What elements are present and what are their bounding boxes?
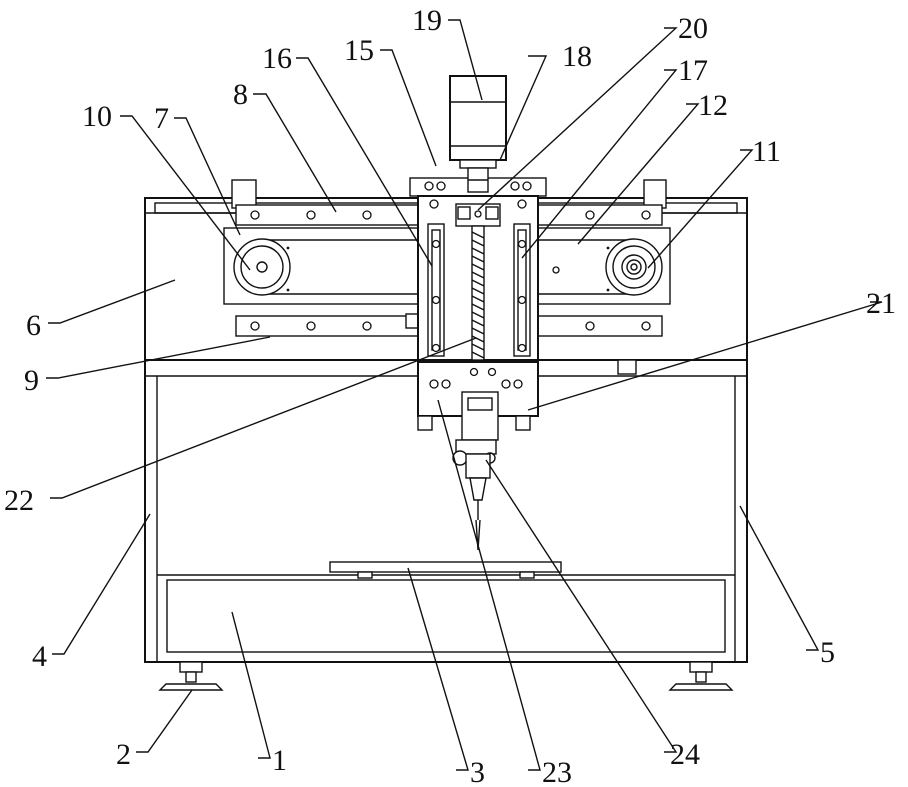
callout-3: 3 bbox=[470, 756, 485, 787]
callout-4: 4 bbox=[32, 640, 47, 673]
motor-assembly bbox=[450, 76, 506, 226]
callout-1: 1 bbox=[272, 744, 287, 777]
callout-7: 7 bbox=[154, 102, 169, 135]
lead-screw bbox=[472, 226, 484, 360]
callout-23: 23 bbox=[542, 756, 572, 787]
callout-6: 6 bbox=[26, 309, 41, 342]
callout-5: 5 bbox=[820, 636, 835, 669]
callout-17: 17 bbox=[678, 54, 708, 87]
callout-12: 12 bbox=[698, 89, 728, 122]
callout-9: 9 bbox=[24, 364, 39, 397]
callout-22: 22 bbox=[4, 484, 34, 517]
callout-2: 2 bbox=[116, 738, 131, 771]
callout-21: 21 bbox=[866, 287, 896, 320]
callout-16: 16 bbox=[262, 42, 292, 75]
drawer-base bbox=[167, 580, 725, 652]
callout-11: 11 bbox=[752, 135, 781, 168]
callout-15: 15 bbox=[344, 34, 374, 67]
callout-8: 8 bbox=[233, 78, 248, 111]
callout-18: 18 bbox=[562, 40, 592, 73]
callout-24: 24 bbox=[670, 738, 700, 771]
callout-10: 10 bbox=[82, 100, 112, 133]
callout-20: 20 bbox=[678, 12, 708, 45]
callout-19: 19 bbox=[412, 4, 442, 37]
